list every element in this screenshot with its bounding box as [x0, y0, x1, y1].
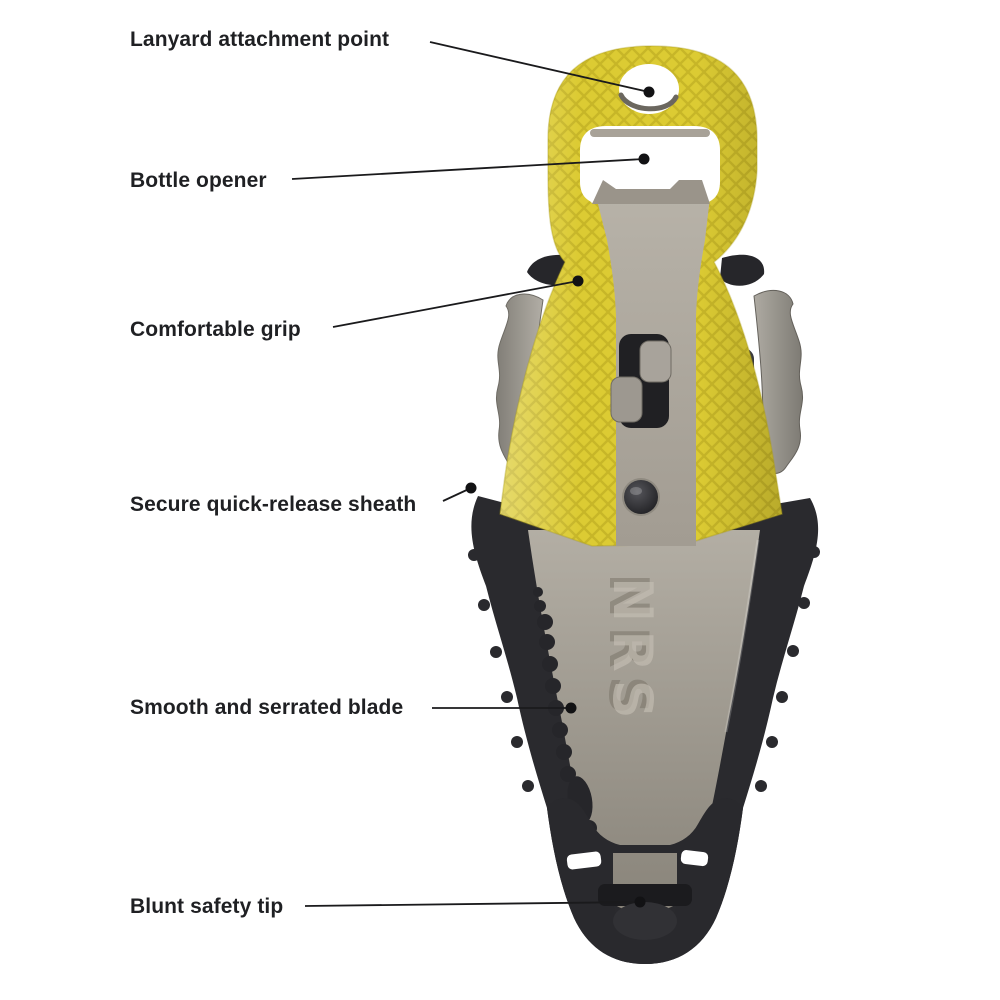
leader-line-blade	[432, 702, 577, 714]
leader-line-bottle-opener	[291, 153, 650, 180]
callout-label-blade: Smooth and serrated blade	[130, 696, 404, 719]
callout-label-sheath: Secure quick-release sheath	[130, 493, 417, 516]
slider-tab-bottom	[610, 376, 643, 423]
leader-line-lanyard	[429, 41, 655, 98]
lash-slot-left	[566, 851, 602, 870]
leader-line-tip	[304, 896, 646, 908]
callout-label-tip: Blunt safety tip	[130, 895, 284, 918]
slider-lock	[610, 334, 672, 428]
callout-label-bottle-opener: Bottle opener	[130, 169, 267, 192]
lash-slot-right	[680, 850, 709, 867]
leader-lines	[291, 41, 655, 908]
callout-label-lanyard: Lanyard attachment point	[130, 28, 390, 51]
blade-logo: NRS	[597, 573, 660, 723]
sheath-bottom	[547, 798, 743, 964]
callout-label-grip: Comfortable grip	[130, 318, 301, 341]
bottle-opener-hook	[592, 180, 710, 204]
leader-line-sheath	[442, 482, 477, 502]
slider-tab-top	[639, 340, 672, 383]
leader-line-grip	[332, 275, 584, 328]
bottle-opener	[580, 126, 720, 204]
blade-logo-highlight: NRS	[601, 577, 664, 727]
lock-button	[622, 478, 660, 516]
blunt-tip-bar	[598, 884, 692, 906]
